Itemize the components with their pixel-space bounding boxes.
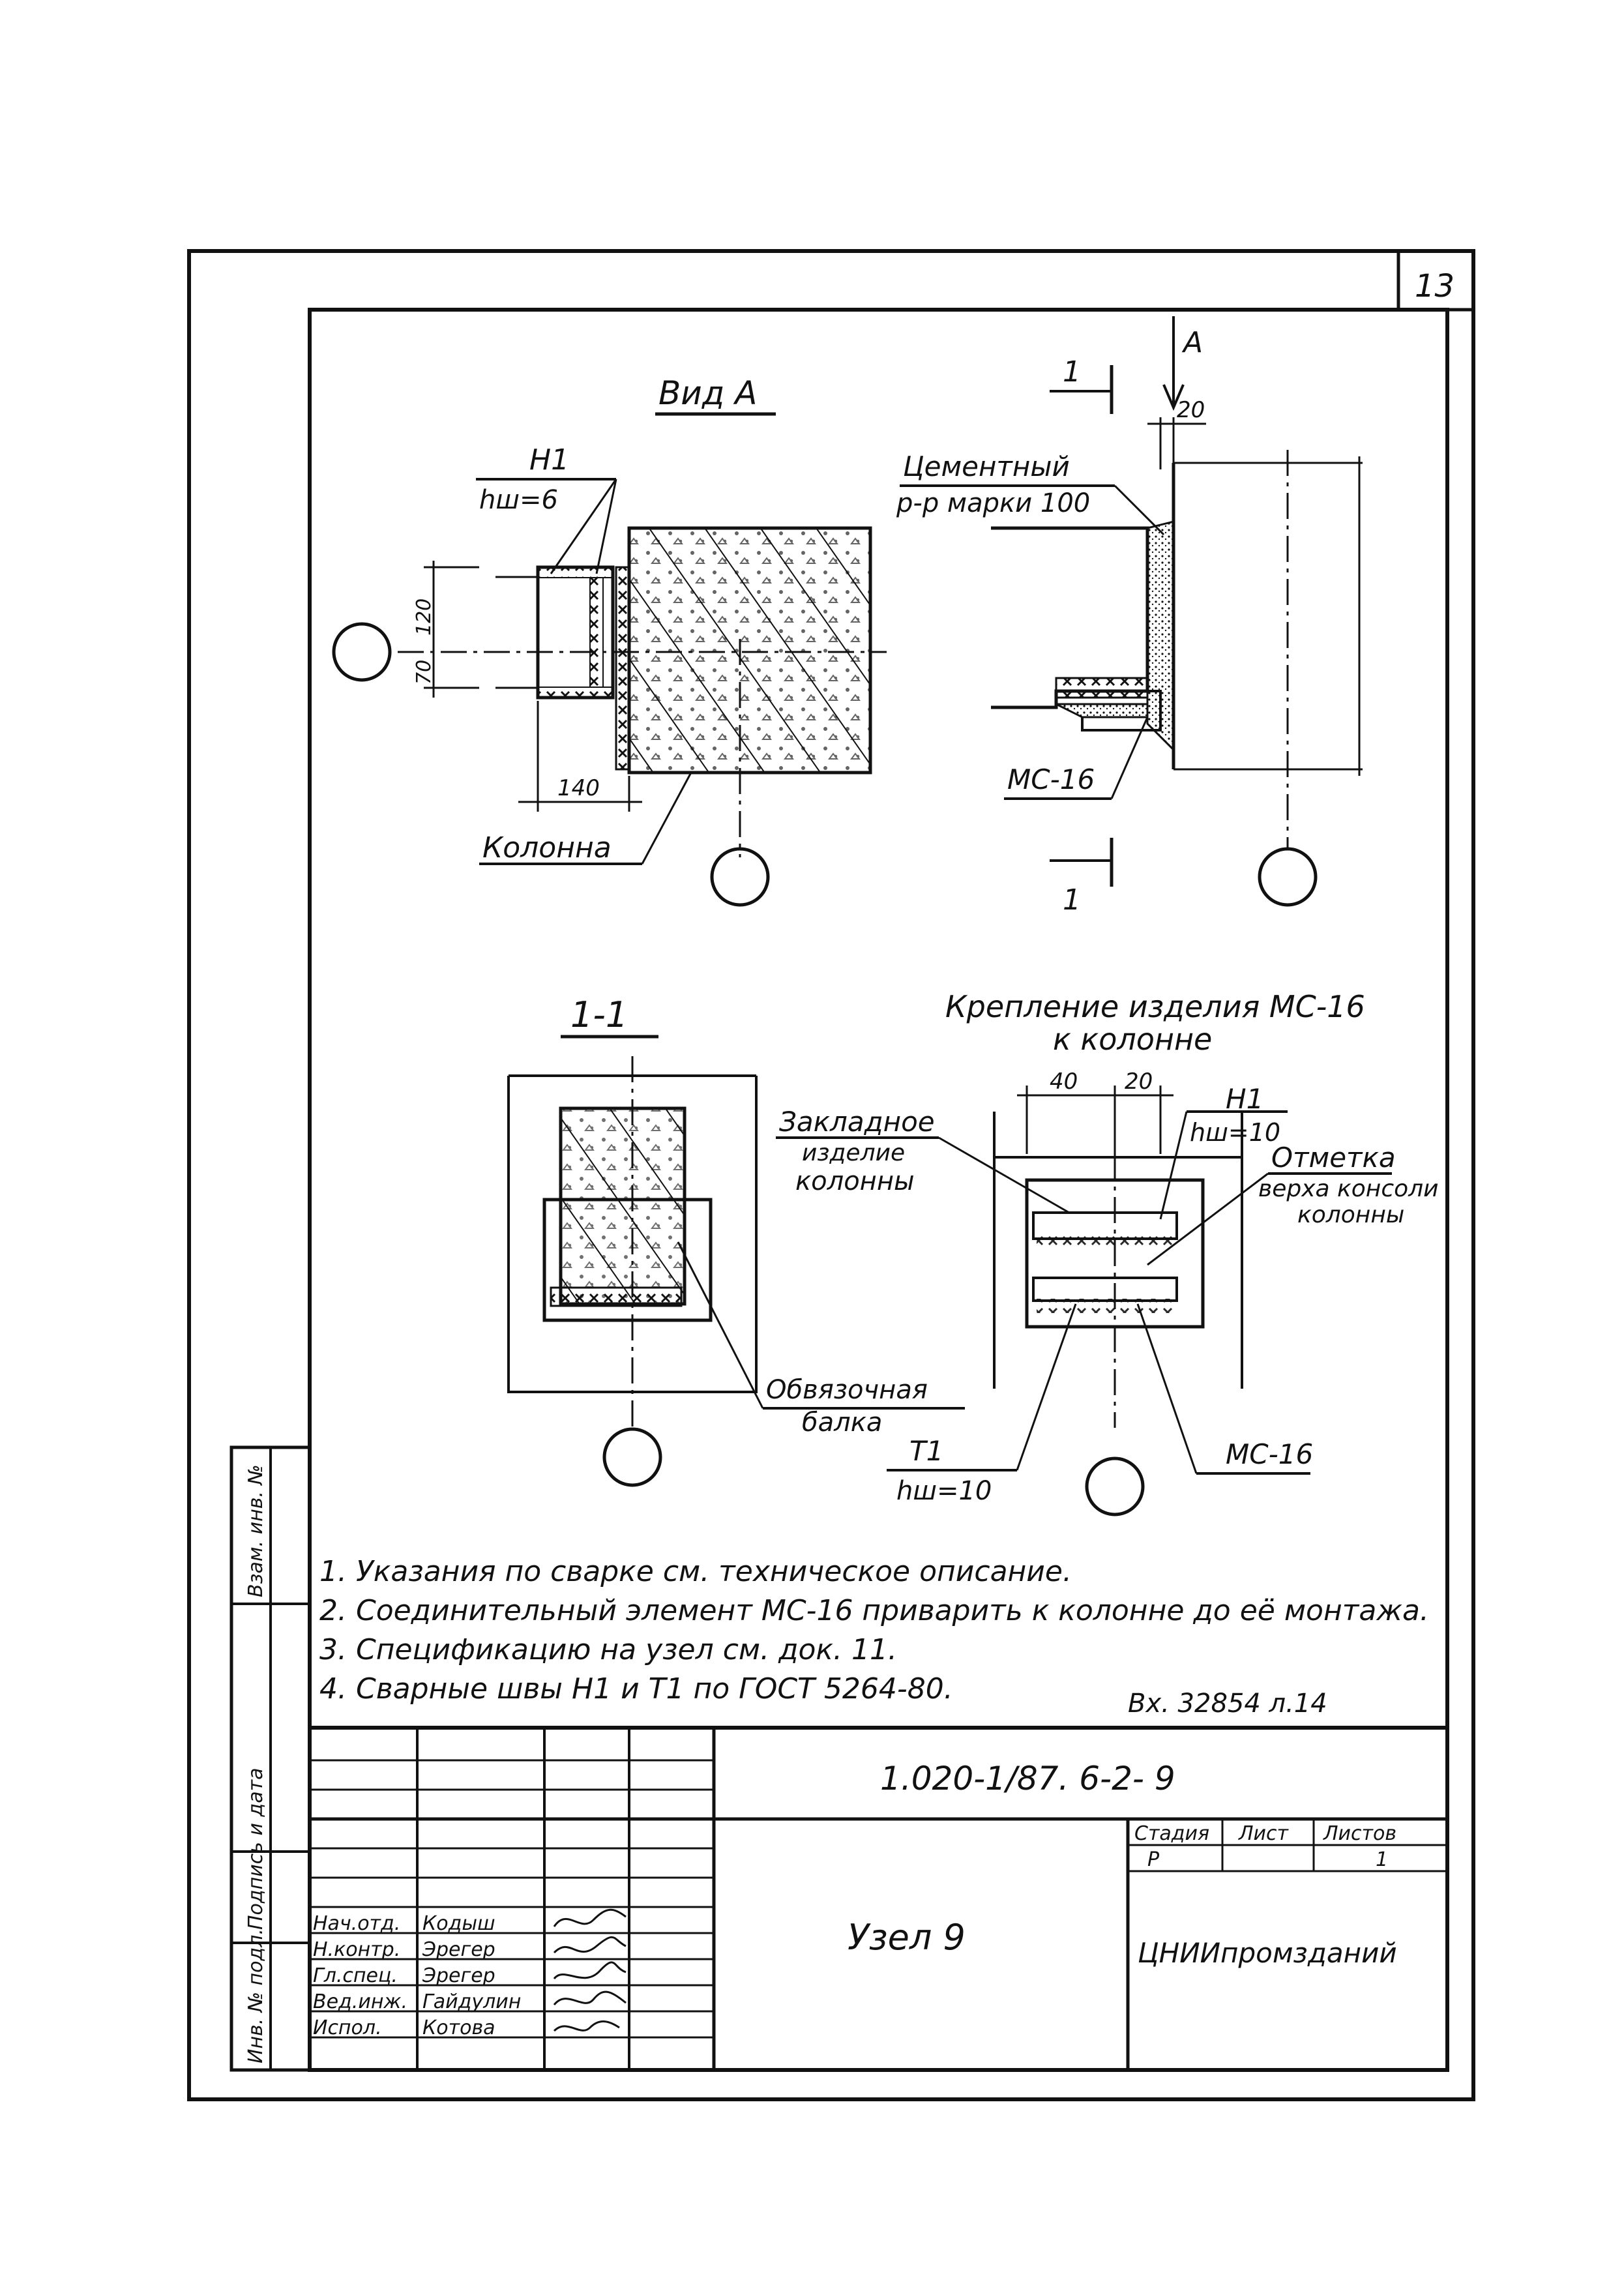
- sheet-header: Лист: [1238, 1822, 1290, 1845]
- person-role-1: Нач.отд.: [313, 1912, 400, 1935]
- signature-5: [553, 2020, 620, 2032]
- organization: ЦНИИпромзданий: [1138, 1937, 1397, 1969]
- signature-2: [553, 1936, 627, 1954]
- mortar-line1: Цементный: [903, 451, 1070, 482]
- stage-value: Р: [1147, 1848, 1160, 1871]
- person-name-2: Эрегер: [422, 1938, 495, 1961]
- person-role-3: Гл.спец.: [313, 1964, 398, 1987]
- dim-40: 40: [1050, 1069, 1078, 1095]
- dim-120: 120: [413, 599, 436, 636]
- document-code: 1.020-1/87. 6-2- 9: [880, 1760, 1175, 1797]
- weld-h1: Н1: [529, 443, 569, 477]
- dim-140: 140: [557, 775, 600, 801]
- sheet-number: 13: [1415, 268, 1454, 304]
- embed-line1: Закладное: [779, 1106, 935, 1138]
- drawing-name: Узел 9: [848, 1917, 966, 1958]
- dim-20-side: 20: [1177, 397, 1205, 423]
- view-a: Вид А 120 70 Н1 hш=6 140: [332, 374, 887, 907]
- fastening-weld-h1: Н1: [1226, 1083, 1263, 1115]
- person-name-4: Гайдулин: [422, 1990, 521, 2013]
- axis-bubble-side: [1258, 847, 1318, 907]
- title-block: 1.020-1/87. 6-2- 9 Узел 9 Стадия Лист Ли…: [308, 1726, 1449, 2072]
- sheets-header: Листов: [1323, 1822, 1396, 1845]
- sheet-number-box: [1396, 249, 1475, 312]
- view-a-title: Вид А: [658, 374, 757, 412]
- axis-bubble-fastening: [1085, 1456, 1145, 1516]
- weld-t1: Т1: [909, 1435, 943, 1467]
- embed-line2: изделие: [802, 1140, 905, 1166]
- fastening-title-2: к колонне: [1053, 1022, 1212, 1057]
- note-3: 3. Спецификацию на узел см. док. 11.: [319, 1633, 897, 1666]
- dim-20-fastening: 20: [1125, 1069, 1153, 1095]
- weld-h1-size: hш=6: [479, 485, 558, 515]
- weld-t1-size: hш=10: [896, 1476, 992, 1506]
- note-2: 2. Соединительный элемент МС-16 приварит…: [319, 1594, 1429, 1627]
- cut-label-top: 1: [1063, 355, 1081, 389]
- note-4: 4. Сварные швы Н1 и Т1 по ГОСТ 5264-80.: [319, 1672, 953, 1706]
- cut-label-bottom: 1: [1063, 883, 1081, 917]
- person-role-4: Вед.инж.: [313, 1990, 407, 2013]
- element-mc16-fastening: МС-16: [1226, 1438, 1313, 1470]
- person-role-2: Н.контр.: [313, 1938, 400, 1961]
- side-inv-original: Инв. № подл.: [244, 1929, 267, 2063]
- side-signature-date: Подпись и дата: [244, 1768, 267, 1930]
- embed-line3: колонны: [795, 1166, 915, 1196]
- section-1-1: 1-1 Обвязочная балка: [507, 994, 965, 1487]
- column-label: Колонна: [482, 831, 612, 865]
- axis-bubble-bottom: [710, 847, 770, 907]
- mark-line3: колонны: [1297, 1202, 1404, 1228]
- arrow-label-a: А: [1181, 326, 1203, 359]
- section-1-1-title: 1-1: [570, 994, 628, 1035]
- signature-3: [553, 1961, 627, 1980]
- mark-line1: Отметка: [1271, 1142, 1396, 1174]
- person-name-1: Кодыш: [422, 1912, 495, 1935]
- fastening-title-1: Крепление изделия МС-16: [945, 989, 1365, 1024]
- mark-line2: верха консоли: [1258, 1175, 1439, 1202]
- axis-bubble-left: [332, 622, 392, 682]
- incoming-number: Вх. 32854 л.14: [1128, 1689, 1327, 1719]
- note-1: 1. Указания по сварке см. техническое оп…: [319, 1555, 1072, 1588]
- fastening-detail: Крепление изделия МС-16 к колонне 40 20 …: [776, 989, 1439, 1516]
- dim-70: 70: [413, 660, 436, 685]
- signature-4: [553, 1990, 627, 2006]
- person-name-5: Котова: [422, 2017, 495, 2039]
- side-inv-replace: Взам. инв. №: [244, 1464, 267, 1597]
- person-role-5: Испол.: [313, 2017, 382, 2039]
- mortar-line2: р-р марки 100: [896, 488, 1090, 518]
- element-mc16-side: МС-16: [1007, 763, 1095, 795]
- outer-border: [187, 249, 1475, 2101]
- axis-bubble-1-1: [602, 1427, 662, 1487]
- person-name-3: Эрегер: [422, 1964, 495, 1987]
- fastening-weld-h1-size: hш=10: [1190, 1118, 1280, 1147]
- beam-line1: Обвязочная: [766, 1375, 928, 1405]
- stage-header: Стадия: [1134, 1822, 1209, 1845]
- sheets-value: 1: [1376, 1848, 1388, 1871]
- side-view: А 1 1 20 Цементный р-р марки 100 МС-: [896, 316, 1363, 917]
- signature-1: [553, 1908, 627, 1927]
- beam-line2: балка: [802, 1408, 882, 1438]
